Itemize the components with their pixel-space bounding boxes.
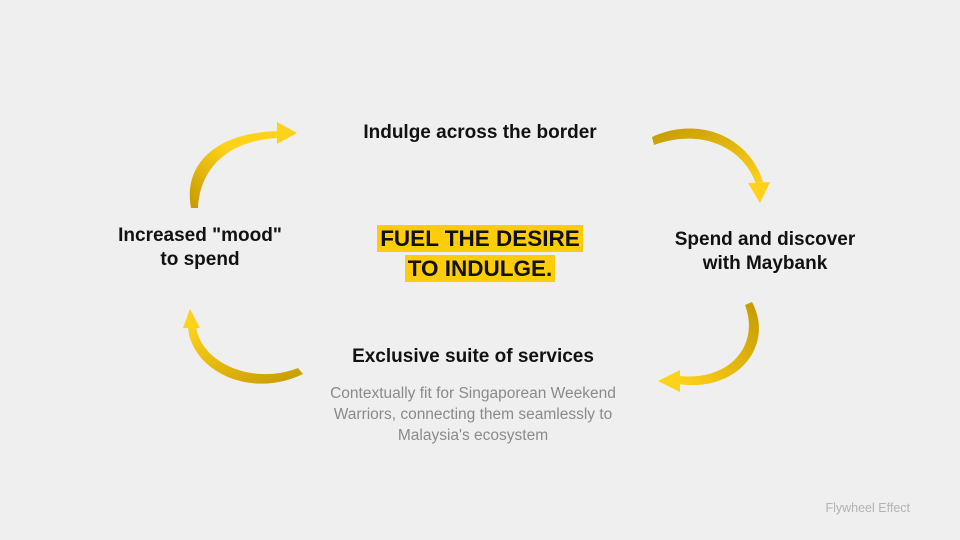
node-description: Contextually fit for Singaporean Weekend… (318, 383, 628, 446)
node-spend-and-discover: Spend and discover with Maybank (640, 228, 890, 276)
node-indulge-across-border: Indulge across the border (330, 121, 630, 145)
center-headline: FUEL THE DESIRE TO INDULGE. (360, 224, 600, 284)
footer-label: Flywheel Effect (825, 501, 910, 515)
node-label: Indulge across the border (363, 122, 597, 143)
curved-arrow-icon (189, 122, 297, 208)
description-line-2: Warriors, connecting them seamlessly to (333, 406, 613, 423)
curved-arrow-icon (183, 309, 303, 384)
node-label-line-2: to spend (160, 249, 240, 270)
curved-arrow-icon (658, 302, 759, 392)
node-label: Exclusive suite of services (352, 346, 594, 367)
description-line-1: Contextually fit for Singaporean Weekend (330, 385, 616, 402)
curved-arrow-icon (652, 128, 770, 203)
node-label-line-2: with Maybank (702, 253, 828, 274)
description-line-3: Malaysia's ecosystem (397, 427, 549, 444)
node-increased-mood: Increased "mood" to spend (90, 224, 310, 272)
node-label-line-1: Spend and discover (674, 229, 856, 250)
headline-line-1: FUEL THE DESIRE (377, 225, 583, 252)
node-exclusive-suite: Exclusive suite of services (318, 345, 628, 369)
node-label-line-1: Increased "mood" (118, 225, 282, 246)
headline-line-2: TO INDULGE. (404, 255, 556, 282)
